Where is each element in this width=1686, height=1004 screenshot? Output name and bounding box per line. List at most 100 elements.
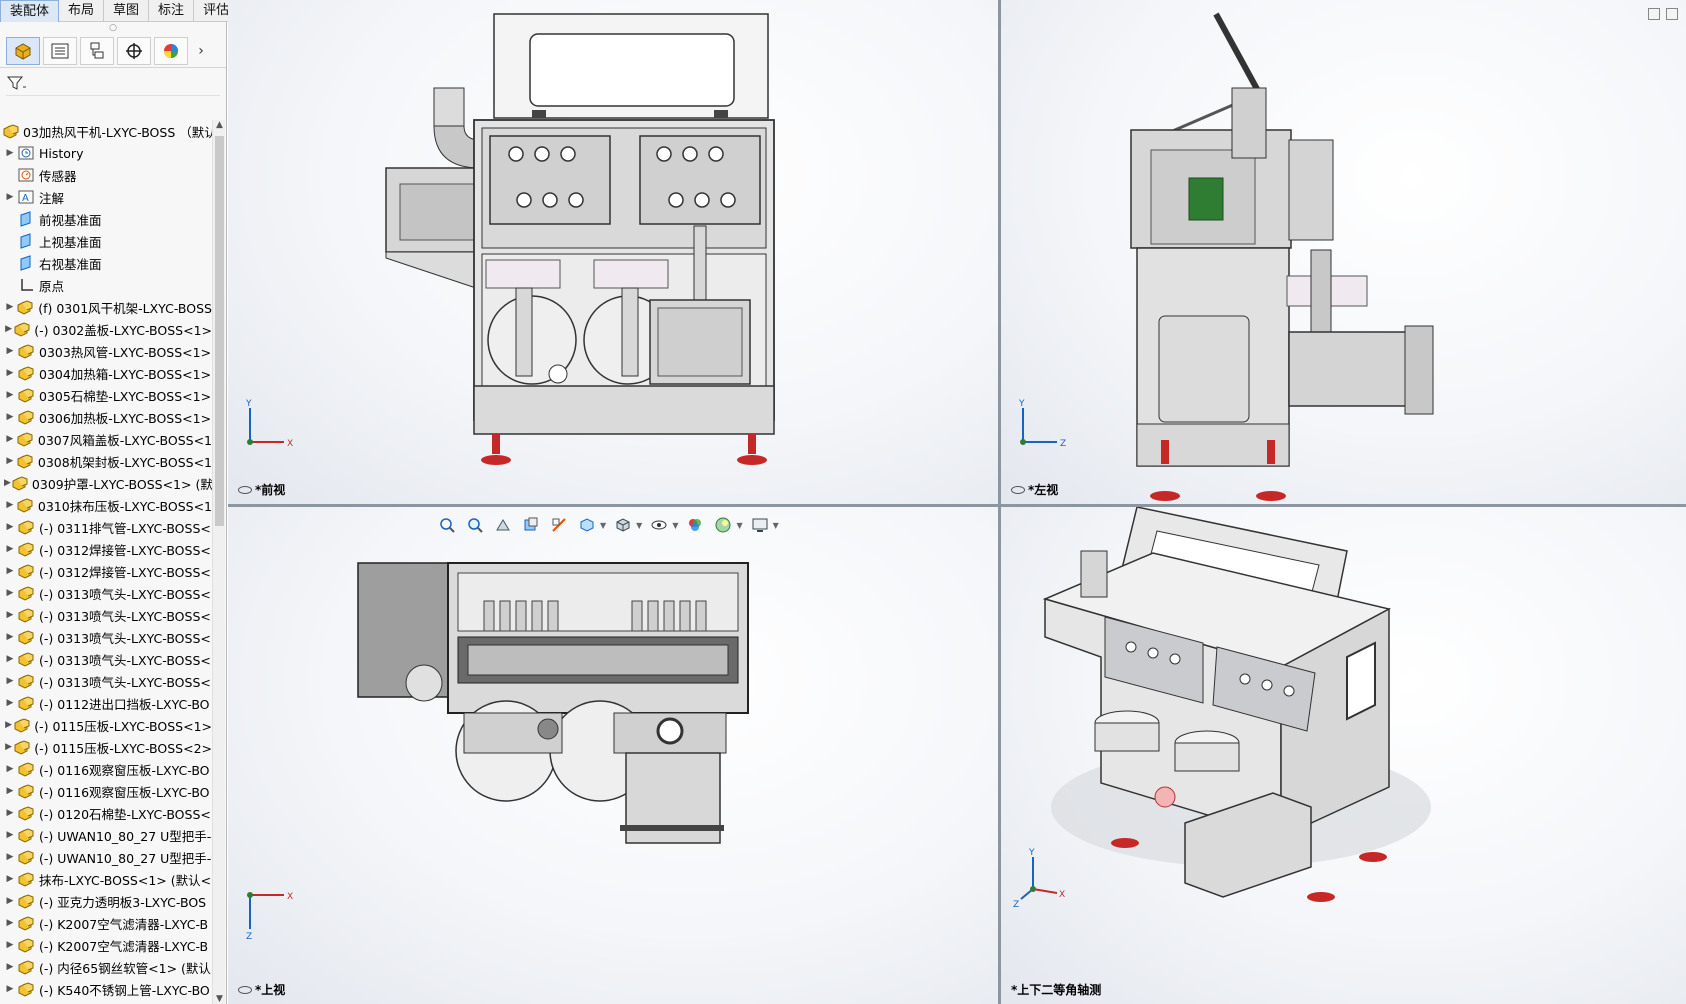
dropdown-arrow-icon[interactable]: ▼ — [636, 520, 643, 530]
apply-scene-icon[interactable] — [712, 515, 734, 535]
dropdown-arrow-icon[interactable]: ▼ — [672, 520, 679, 530]
tree-filter[interactable] — [6, 70, 220, 96]
tree-item[interactable]: ▶(-) 0115压板-LXYC-BOSS<1> — [0, 714, 212, 736]
expand-arrow-icon[interactable]: ▶ — [6, 610, 14, 620]
tree-item[interactable]: ▶(-) 0313喷气头-LXYC-BOSS< — [0, 626, 212, 648]
tree-item[interactable]: 前视基准面 — [0, 208, 212, 230]
tree-item[interactable]: ▶0310抹布压板-LXYC-BOSS<1 — [0, 494, 212, 516]
expand-arrow-icon[interactable]: ▶ — [6, 632, 14, 642]
tree-item[interactable]: ▶(-) UWAN10_80_27 U型把手- — [0, 824, 212, 846]
expand-arrow-icon[interactable]: ▶ — [6, 346, 14, 356]
tree-item[interactable]: ▶0305石棉垫-LXYC-BOSS<1> — [0, 384, 212, 406]
tree-item[interactable]: ▶(-) 0112进出口挡板-LXYC-BO — [0, 692, 212, 714]
tree-item[interactable]: ▶(-) K540不锈钢上管-LXYC-BO — [0, 978, 212, 1000]
expand-arrow-icon[interactable]: ▶ — [6, 808, 14, 818]
display-style-icon[interactable] — [612, 515, 634, 535]
expand-arrow-icon[interactable]: ▶ — [6, 654, 14, 664]
expand-arrow-icon[interactable]: ▶ — [6, 918, 14, 928]
configuration-manager-icon[interactable] — [80, 36, 114, 65]
expand-arrow-icon[interactable]: ▶ — [6, 390, 14, 400]
expand-arrow-icon[interactable]: ▶ — [6, 522, 14, 532]
tree-item[interactable]: ▶(-) 亚克力透明板3-LXYC-BOS — [0, 890, 212, 912]
expand-arrow-icon[interactable]: ▶ — [5, 324, 13, 334]
expand-arrow-icon[interactable]: ▶ — [6, 192, 14, 202]
tree-item[interactable]: ▶0303热风管-LXYC-BOSS<1> — [0, 340, 212, 362]
viewport-splitter-vertical[interactable] — [998, 0, 1001, 1004]
scroll-down-icon[interactable]: ▼ — [216, 994, 223, 1004]
filter-icon[interactable] — [6, 74, 28, 92]
dropdown-arrow-icon[interactable]: ▼ — [600, 520, 607, 530]
zoom-to-fit-icon[interactable] — [436, 515, 458, 535]
expand-arrow-icon[interactable]: ▶ — [6, 874, 14, 884]
property-manager-icon[interactable] — [43, 36, 77, 65]
view-settings-icon[interactable] — [749, 515, 771, 535]
expand-arrow-icon[interactable]: ▶ — [4, 478, 11, 488]
expand-arrow-icon[interactable]: ▶ — [6, 896, 14, 906]
tree-item[interactable]: ▶(-) K2007空气滤清器-LXYC-B — [0, 912, 212, 934]
maximize-view-icon[interactable] — [1666, 8, 1678, 20]
tree-item[interactable]: ▶(-) 0115压板-LXYC-BOSS<2> — [0, 736, 212, 758]
previous-view-icon[interactable] — [492, 515, 514, 535]
viewport-splitter-horizontal[interactable] — [228, 504, 1686, 507]
scroll-up-icon[interactable]: ▲ — [216, 120, 223, 130]
expand-arrow-icon[interactable]: ▶ — [6, 500, 14, 510]
tree-item[interactable]: ▶0304加热箱-LXYC-BOSS<1> — [0, 362, 212, 384]
restore-view-icon[interactable] — [1648, 8, 1660, 20]
tree-vertical-scrollbar[interactable]: ▲ ▼ — [212, 120, 225, 1004]
dynamic-annotation-icon[interactable] — [548, 515, 570, 535]
edit-appearance-icon[interactable] — [684, 515, 706, 535]
tree-item[interactable]: ▶(-) K2007空气滤清器-LXYC-B — [0, 934, 212, 956]
tree-item[interactable]: ▶(-) 0302盖板-LXYC-BOSS<1> — [0, 318, 212, 340]
panel-grip[interactable]: ○ — [109, 23, 117, 33]
tree-item[interactable]: ▶0308机架封板-LXYC-BOSS<1 — [0, 450, 212, 472]
tree-item[interactable]: ▶(-) UWAN10_80_27 U型把手- — [0, 846, 212, 868]
tree-item[interactable]: 右视基准面 — [0, 252, 212, 274]
expand-arrow-icon[interactable]: ▶ — [6, 676, 14, 686]
viewport-front[interactable]: Y X *前视 — [228, 0, 998, 504]
expand-arrow-icon[interactable]: ▶ — [6, 588, 14, 598]
expand-arrow-icon[interactable]: ▶ — [6, 412, 14, 422]
expand-arrow-icon[interactable]: ▶ — [6, 566, 14, 576]
tree-item[interactable]: ▶0309护罩-LXYC-BOSS<1> (默 — [0, 472, 212, 494]
expand-arrow-icon[interactable]: ▶ — [6, 764, 14, 774]
section-view-icon[interactable] — [520, 515, 542, 535]
tree-item[interactable]: ▶History — [0, 142, 212, 164]
viewport-isometric[interactable]: Y X Z *上下二等角轴测 — [1001, 507, 1686, 1004]
tree-item[interactable]: ▶(-) 0313喷气头-LXYC-BOSS< — [0, 582, 212, 604]
expand-arrow-icon[interactable]: ▶ — [6, 302, 14, 312]
more-tabs-chevron-icon[interactable]: › — [198, 42, 204, 59]
tree-item[interactable]: ▶(-) 0312焊接管-LXYC-BOSS< — [0, 538, 212, 560]
view-orientation-icon[interactable] — [576, 515, 598, 535]
viewport-top[interactable]: X Z *上视 — [228, 507, 998, 1004]
tree-item[interactable]: ▶(-) 0312焊接管-LXYC-BOSS< — [0, 560, 212, 582]
expand-arrow-icon[interactable]: ▶ — [6, 940, 14, 950]
expand-arrow-icon[interactable]: ▶ — [5, 720, 13, 730]
tab-3[interactable]: 标注 — [149, 0, 195, 22]
tree-item[interactable]: ▶(-) 0116观察窗压板-LXYC-BO — [0, 758, 212, 780]
expand-arrow-icon[interactable]: ▶ — [6, 544, 14, 554]
expand-arrow-icon[interactable]: ▶ — [6, 984, 14, 994]
zoom-area-icon[interactable] — [464, 515, 486, 535]
dropdown-arrow-icon[interactable]: ▼ — [736, 520, 743, 530]
expand-arrow-icon[interactable]: ▶ — [6, 786, 14, 796]
scroll-thumb[interactable] — [215, 136, 224, 526]
tree-item[interactable]: ▶0307风箱盖板-LXYC-BOSS<1 — [0, 428, 212, 450]
tree-item[interactable]: ▶(-) 0313喷气头-LXYC-BOSS< — [0, 604, 212, 626]
expand-arrow-icon[interactable]: ▶ — [5, 742, 13, 752]
expand-arrow-icon[interactable]: ▶ — [6, 852, 14, 862]
expand-arrow-icon[interactable]: ▶ — [6, 368, 14, 378]
tree-item[interactable]: ▶(-) 内径65钢丝软管<1> (默认 — [0, 956, 212, 978]
tree-item[interactable]: ▶(-) 0313喷气头-LXYC-BOSS< — [0, 670, 212, 692]
display-manager-icon[interactable] — [154, 36, 188, 65]
expand-arrow-icon[interactable]: ▶ — [6, 698, 14, 708]
tree-item[interactable]: 上视基准面 — [0, 230, 212, 252]
expand-arrow-icon[interactable]: ▶ — [6, 456, 14, 466]
expand-arrow-icon[interactable]: ▶ — [6, 830, 14, 840]
hide-show-icon[interactable] — [648, 515, 670, 535]
tree-item[interactable]: ▶0306加热板-LXYC-BOSS<1> — [0, 406, 212, 428]
tree-item[interactable]: ▶(-) 0311排气管-LXYC-BOSS< — [0, 516, 212, 538]
tab-1[interactable]: 布局 — [59, 0, 105, 22]
tree-item[interactable]: ▶抹布-LXYC-BOSS<1> (默认< — [0, 868, 212, 890]
tree-item[interactable]: 传感器 — [0, 164, 212, 186]
